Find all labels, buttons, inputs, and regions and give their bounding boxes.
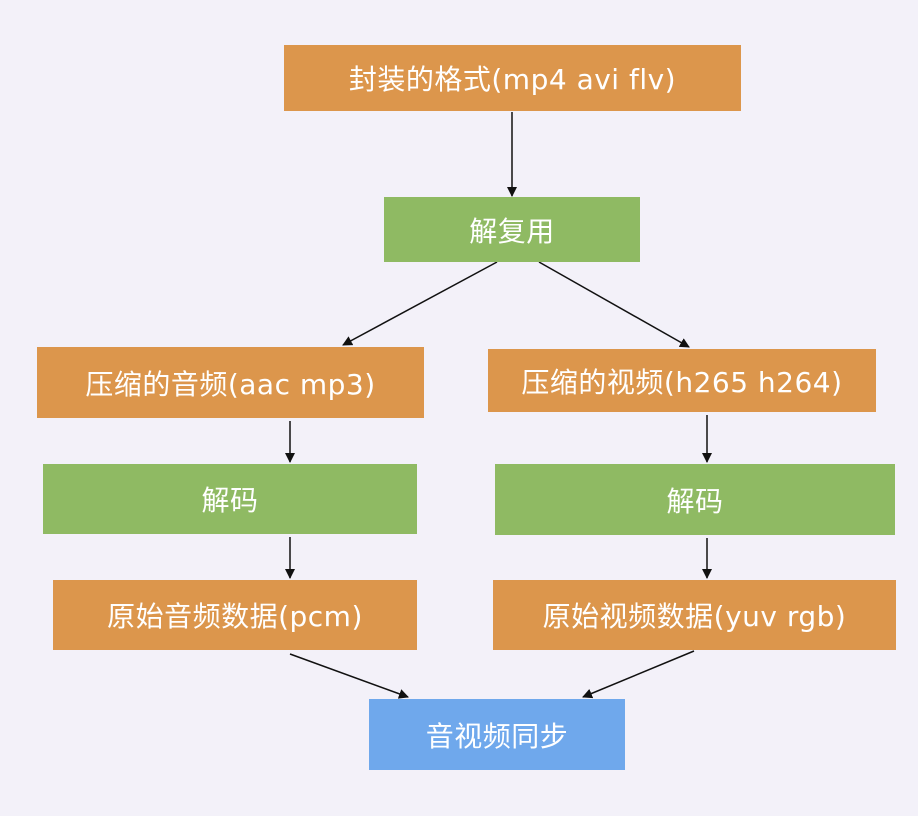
node-video-raw: 原始视频数据(yuv rgb) [493, 580, 896, 650]
arrow-audio-raw-to-sync [289, 653, 409, 699]
node-audio-compressed-label: 压缩的音频(aac mp3) [85, 367, 376, 401]
node-audio-raw-label: 原始音频数据(pcm) [107, 600, 363, 633]
node-video-compressed: 压缩的视频(h265 h264) [488, 349, 876, 412]
node-demux-label: 解复用 [469, 214, 555, 248]
node-demux: 解复用 [384, 197, 640, 262]
arrow-demux-to-video-compressed [538, 261, 690, 348]
node-container-format: 封装的格式(mp4 avi flv) [284, 45, 741, 111]
node-video-decode-label: 解码 [666, 484, 724, 518]
node-audio-raw: 原始音频数据(pcm) [53, 580, 417, 650]
node-audio-decode: 解码 [43, 464, 417, 534]
node-video-compressed-label: 压缩的视频(h265 h264) [521, 365, 843, 399]
arrow-demux-to-audio-compressed [342, 261, 498, 346]
node-video-raw-label: 原始视频数据(yuv rgb) [542, 600, 847, 633]
node-av-sync-label: 音视频同步 [425, 719, 569, 753]
node-av-sync: 音视频同步 [369, 699, 625, 770]
node-audio-decode-label: 解码 [201, 484, 259, 517]
node-audio-compressed: 压缩的音频(aac mp3) [37, 347, 424, 418]
node-video-decode: 解码 [495, 464, 895, 535]
node-container-format-label: 封装的格式(mp4 avi flv) [348, 63, 677, 96]
arrow-video-raw-to-sync [582, 650, 695, 699]
